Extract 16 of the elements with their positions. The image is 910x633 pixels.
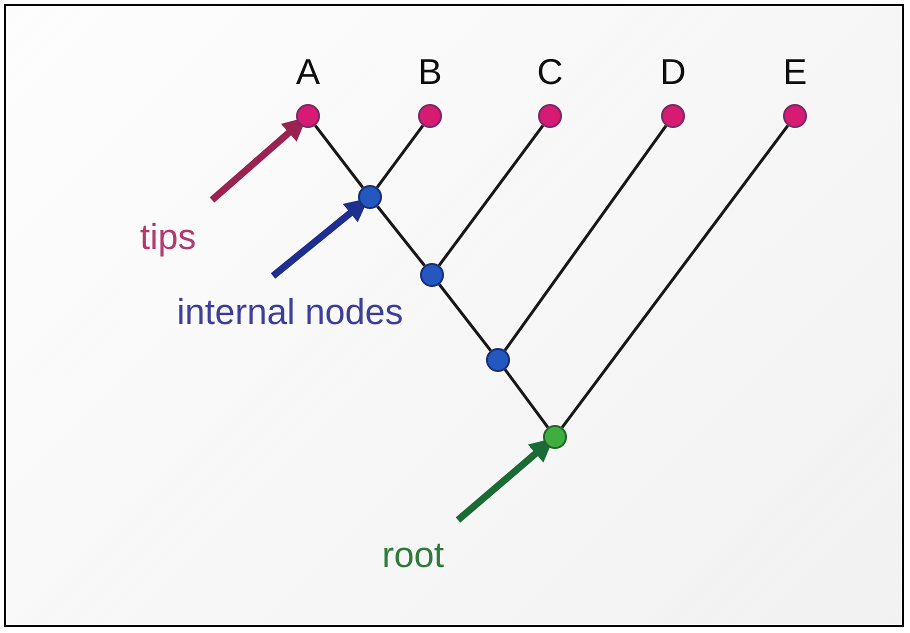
branch-line <box>504 124 668 352</box>
branch-line <box>560 124 790 428</box>
tip-label: B <box>416 54 443 90</box>
branch-line <box>438 284 492 352</box>
tip-label: D <box>659 54 687 90</box>
tip-label: C <box>536 54 564 90</box>
tip-label: A <box>294 54 321 90</box>
branch-line <box>314 124 364 188</box>
branch-line <box>376 205 426 267</box>
callout-label: internal nodes <box>176 294 404 330</box>
branch-line <box>438 124 544 266</box>
branch-line <box>376 124 424 188</box>
branch-line <box>504 368 550 428</box>
tip-label: E <box>782 54 808 90</box>
callout-label: root <box>382 537 444 573</box>
callout-label: tips <box>140 219 196 255</box>
